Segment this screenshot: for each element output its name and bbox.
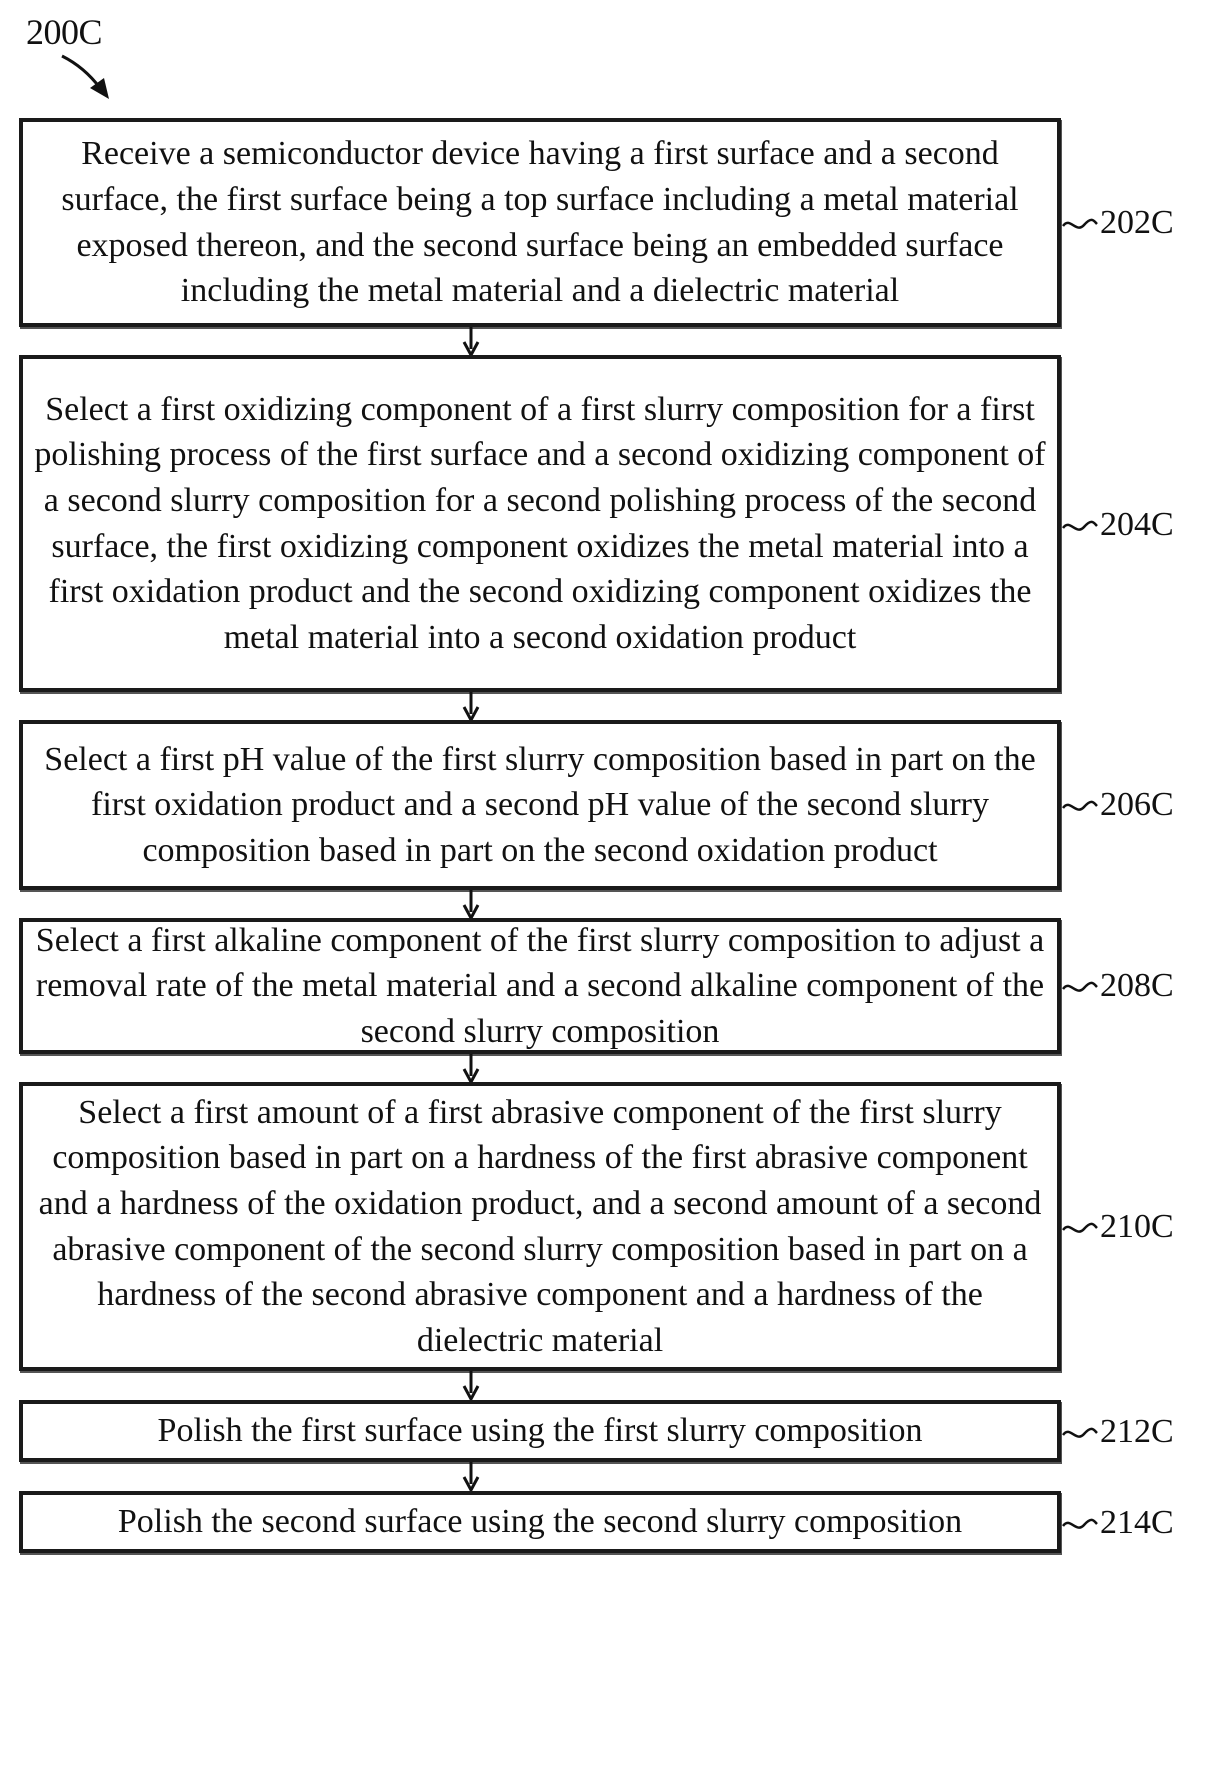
leader-tilde-icon xyxy=(1062,1426,1098,1442)
ref-number: 208C xyxy=(1100,967,1174,1004)
step-box-202c: Receive a semiconductor device having a … xyxy=(19,118,1061,327)
ref-label-202c: 202C xyxy=(1062,203,1207,243)
figure-label: 200C xyxy=(26,12,102,52)
arrow-210c-to-212c xyxy=(459,1371,483,1401)
step-text: Receive a semiconductor device having a … xyxy=(31,131,1049,313)
ref-number: 212C xyxy=(1100,1413,1174,1450)
ref-label-212c: 212C xyxy=(1062,1412,1207,1452)
ref-number: 214C xyxy=(1100,1504,1174,1541)
ref-number: 206C xyxy=(1100,786,1174,823)
step-text: Polish the second surface using the seco… xyxy=(118,1499,962,1545)
arrow-206c-to-208c xyxy=(459,890,483,920)
arrow-202c-to-204c xyxy=(459,327,483,357)
figure-pointer-arrow-icon xyxy=(60,52,120,104)
leader-tilde-icon xyxy=(1062,1221,1098,1237)
step-text: Select a first amount of a first abrasiv… xyxy=(31,1090,1049,1364)
ref-label-206c: 206C xyxy=(1062,785,1207,825)
step-text: Select a first alkaline component of the… xyxy=(31,918,1049,1055)
ref-number: 204C xyxy=(1100,506,1174,543)
ref-number: 210C xyxy=(1100,1208,1174,1245)
step-text: Select a first pH value of the first slu… xyxy=(31,737,1049,874)
step-box-214c: Polish the second surface using the seco… xyxy=(19,1491,1061,1553)
ref-label-204c: 204C xyxy=(1062,505,1207,545)
leader-tilde-icon xyxy=(1062,799,1098,815)
leader-tilde-icon xyxy=(1062,980,1098,996)
step-box-210c: Select a first amount of a first abrasiv… xyxy=(19,1082,1061,1371)
ref-label-210c: 210C xyxy=(1062,1207,1207,1247)
step-box-204c: Select a first oxidizing component of a … xyxy=(19,355,1061,692)
step-text: Select a first oxidizing component of a … xyxy=(31,387,1049,661)
ref-label-208c: 208C xyxy=(1062,966,1207,1006)
arrow-212c-to-214c xyxy=(459,1462,483,1492)
arrow-208c-to-210c xyxy=(459,1054,483,1084)
step-box-212c: Polish the first surface using the first… xyxy=(19,1400,1061,1462)
arrow-204c-to-206c xyxy=(459,692,483,722)
step-text: Polish the first surface using the first… xyxy=(158,1408,923,1454)
leader-tilde-icon xyxy=(1062,519,1098,535)
step-box-208c: Select a first alkaline component of the… xyxy=(19,918,1061,1054)
ref-number: 202C xyxy=(1100,204,1174,241)
step-box-206c: Select a first pH value of the first slu… xyxy=(19,720,1061,890)
leader-tilde-icon xyxy=(1062,217,1098,233)
ref-label-214c: 214C xyxy=(1062,1503,1207,1543)
leader-tilde-icon xyxy=(1062,1517,1098,1533)
